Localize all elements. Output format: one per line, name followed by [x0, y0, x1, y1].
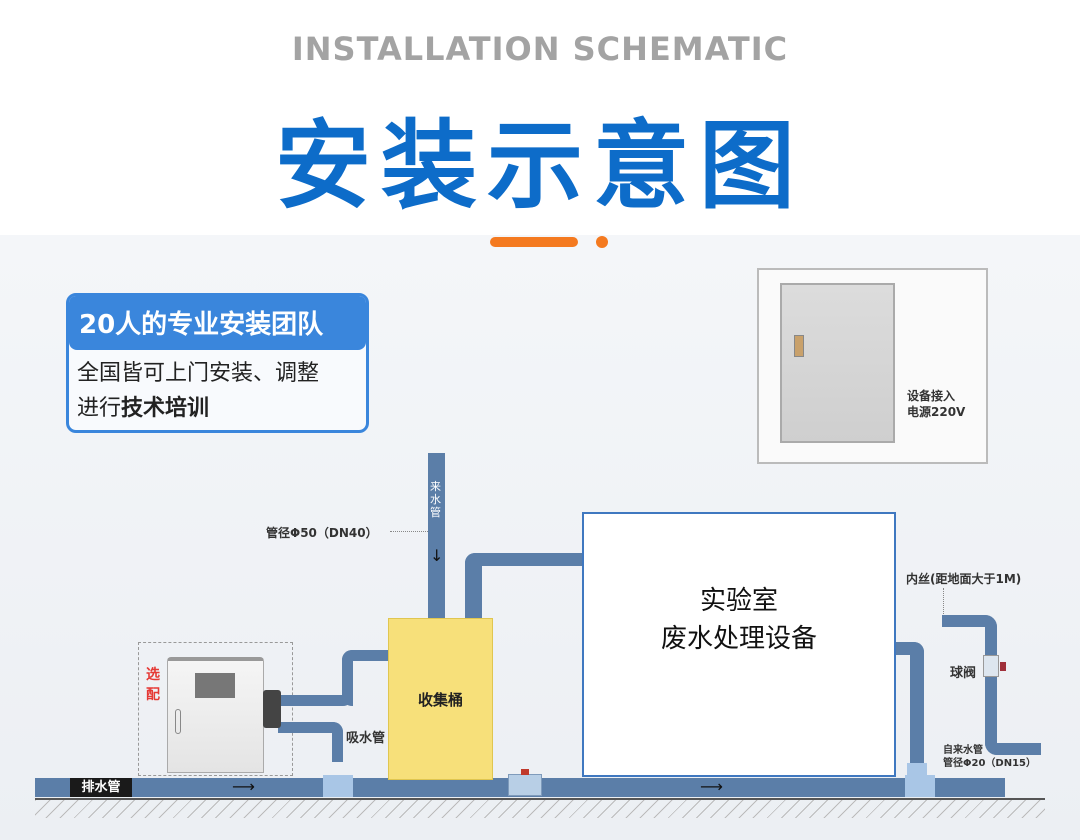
team-card-line2b: 技术培训	[121, 396, 210, 421]
team-card-heading: 20人的专业安装团队	[69, 296, 366, 350]
feed-pipe	[278, 695, 353, 706]
tap-water-pipe	[985, 615, 997, 755]
flow-arrow-icon: ⟶	[700, 777, 723, 796]
inlet-pipe	[428, 453, 445, 618]
ball-valve-label: 球阀	[950, 666, 977, 681]
pump-icon	[263, 690, 281, 728]
drain-valve-icon[interactable]	[508, 769, 542, 796]
accent-dot	[596, 236, 608, 248]
team-card: 20人的专业安装团队 全国皆可上门安装、调整 进行技术培训	[66, 293, 369, 433]
pipe-diameter-label: 管径Φ50（DN40）	[266, 526, 378, 540]
flow-arrow-down-icon: ↓	[430, 546, 444, 565]
equipment-label-2: 废水处理设备	[660, 623, 817, 654]
dosing-machine	[167, 657, 264, 773]
pipe-joint	[905, 775, 935, 797]
inlet-pipe-label: 来水管	[430, 480, 441, 519]
ball-valve-icon[interactable]	[983, 655, 1006, 677]
collection-bucket: 收集桶	[388, 618, 493, 780]
suction-label: 吸水管	[346, 731, 386, 746]
power-cabinet-door	[780, 283, 895, 443]
feed-pipe	[342, 650, 388, 661]
overflow-pipe	[465, 553, 583, 566]
suction-pipe	[278, 722, 343, 733]
feed-pipe	[342, 650, 353, 706]
machine-handle	[175, 709, 181, 734]
outlet-joint	[907, 763, 927, 777]
equipment-label-1: 实验室	[699, 585, 778, 616]
accent-bar	[490, 237, 578, 247]
optional-frame	[138, 642, 293, 776]
outlet-pipe	[910, 642, 924, 767]
tap-water-pipe	[985, 743, 1041, 755]
machine-panel	[195, 673, 235, 698]
optional-label: 选配	[146, 667, 160, 703]
team-card-line1: 全国皆可上门安装、调整	[77, 361, 320, 386]
team-card-line2a: 进行	[77, 396, 122, 421]
flow-arrow-icon: ⟶	[232, 777, 255, 796]
drain-pipe-label: 排水管	[70, 778, 132, 797]
bucket-label: 收集桶	[417, 690, 463, 709]
tap-water-pipe	[942, 615, 997, 627]
pipe-joint	[323, 775, 353, 797]
cabinet-lock-icon	[794, 335, 804, 357]
team-card-body: 全国皆可上门安装、调整 进行技术培训	[69, 350, 366, 430]
power-label: 设备接入电源220V	[907, 389, 966, 419]
treatment-equipment: 实验室 废水处理设备	[582, 512, 896, 777]
overflow-pipe	[465, 553, 482, 619]
ground-hatch	[35, 800, 1045, 818]
page-title: 安装示意图	[275, 110, 805, 222]
suction-pipe	[332, 722, 343, 762]
page-subtitle: INSTALLATION SCHEMATIC	[291, 30, 789, 68]
leader-line	[390, 531, 428, 532]
ground-line	[35, 798, 1045, 800]
tap-water-label: 自来水管管径Φ20（DN15）	[943, 745, 1037, 769]
leader-line	[943, 588, 944, 618]
inner-thread-label: 内丝(距地面大于1M)	[906, 572, 1022, 586]
